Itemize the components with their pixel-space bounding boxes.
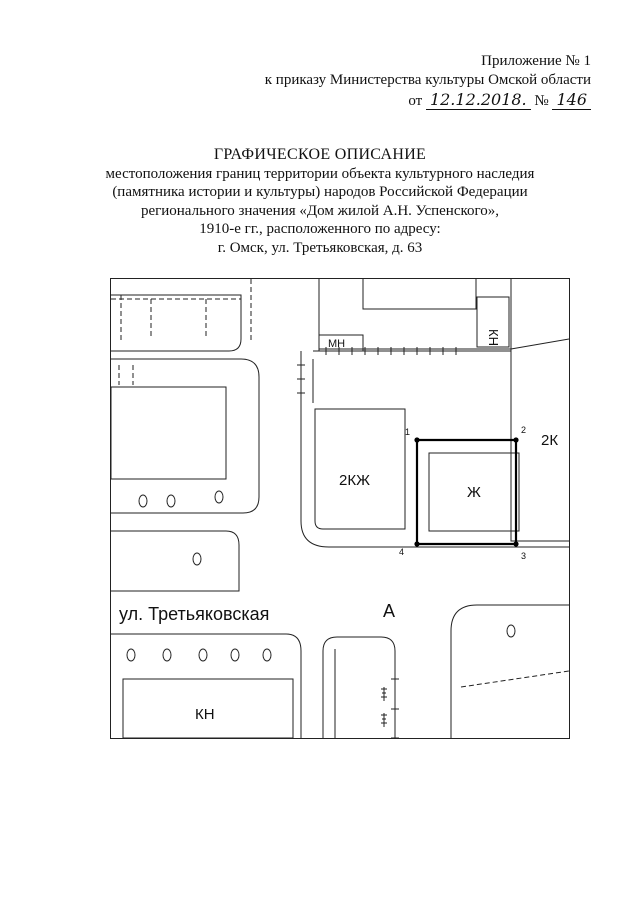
date-value: 12.12.2018.	[425, 90, 531, 110]
building-kn-top	[476, 296, 510, 348]
boundary-point-4	[414, 541, 420, 547]
block-outline-top-middle	[318, 279, 512, 350]
boundary-point-label-1: 1	[405, 427, 410, 437]
boundary-point-label-4: 4	[399, 547, 404, 557]
block-outline-lower-center	[322, 636, 396, 738]
site-plan-map: 1 2 3 4 КН МН 2К 2КЖ Ж ул. Третьяковская…	[110, 278, 570, 739]
boundary-point-2	[513, 437, 519, 443]
shrub-icons	[381, 687, 387, 727]
street-edge-central	[300, 351, 569, 548]
building-mn	[318, 334, 364, 352]
boundary-point-label-3: 3	[521, 551, 526, 561]
shrub-icon	[381, 687, 387, 701]
building-kn-bottom	[122, 678, 294, 738]
date-prefix: от	[408, 93, 423, 109]
tree-icon	[126, 648, 136, 662]
lot-lines-left-middle	[118, 365, 134, 385]
lot-lines-top-left	[120, 279, 252, 341]
number-prefix: №	[534, 93, 549, 109]
boundary-point-3	[513, 541, 519, 547]
building-top-middle	[362, 279, 477, 310]
street-label: ул. Третьяковская	[119, 604, 269, 624]
label-a: А	[383, 601, 395, 621]
label-kn-bottom: КН	[195, 706, 215, 723]
number-value: 146	[552, 90, 591, 110]
tree-icon	[192, 552, 202, 566]
label-2k: 2К	[541, 432, 558, 449]
block-outline-top-left	[111, 294, 242, 352]
appendix-header: Приложение № 1 к приказу Министерства ку…	[265, 52, 591, 111]
tree-icon	[230, 648, 240, 662]
block-outline-left-middle	[111, 358, 260, 514]
building-zh	[428, 452, 520, 532]
shrub-icon	[381, 713, 387, 727]
tree-icon	[506, 624, 516, 638]
tree-icon	[198, 648, 208, 662]
boundary-points	[414, 437, 519, 547]
block-outline-lower-left	[111, 633, 302, 738]
label-mn: МН	[328, 338, 345, 350]
fence-ticks	[297, 347, 457, 738]
label-kn-top: КН	[486, 329, 501, 346]
appendix-order-ref: к приказу Министерства культуры Омской о…	[264, 72, 591, 88]
tree-icon	[214, 490, 224, 504]
building-2kzh	[314, 408, 406, 530]
boundary-point-label-2: 2	[521, 425, 526, 435]
building-left-middle	[111, 386, 227, 480]
title-line-4: 1910-е гг., расположенного по адресу:	[199, 221, 441, 237]
block-outline-right	[510, 338, 569, 542]
tree-icon	[138, 494, 148, 508]
block-outline-lower-right	[450, 604, 569, 738]
label-2kzh: 2КЖ	[339, 472, 370, 489]
label-zh: Ж	[467, 484, 481, 501]
document-title-block: ГРАФИЧЕСКОЕ ОПИСАНИЕ местоположения гран…	[60, 146, 580, 257]
tree-icon	[262, 648, 272, 662]
title-line-3: регионального значения «Дом жилой А.Н. У…	[140, 202, 500, 219]
tree-icon	[162, 648, 172, 662]
title-line-2: (памятника истории и культуры) народов Р…	[112, 184, 528, 200]
boundary-point-1	[414, 437, 420, 443]
title-line-1: местоположения границ территории объекта…	[105, 165, 535, 182]
appendix-title: Приложение № 1	[481, 53, 591, 69]
document-heading: ГРАФИЧЕСКОЕ ОПИСАНИЕ	[213, 146, 427, 163]
block-outline-left-lower	[111, 530, 240, 592]
tree-icons	[126, 490, 516, 662]
tree-icon	[166, 494, 176, 508]
appendix-date-line: от 12.12.2018. № 146	[265, 90, 591, 111]
title-line-5: г. Омск, ул. Третьяковская, д. 63	[217, 239, 423, 256]
lot-line-lower-right	[460, 670, 569, 688]
site-plan-svg: 1 2 3 4 КН МН 2К 2КЖ Ж ул. Третьяковская…	[111, 279, 569, 738]
